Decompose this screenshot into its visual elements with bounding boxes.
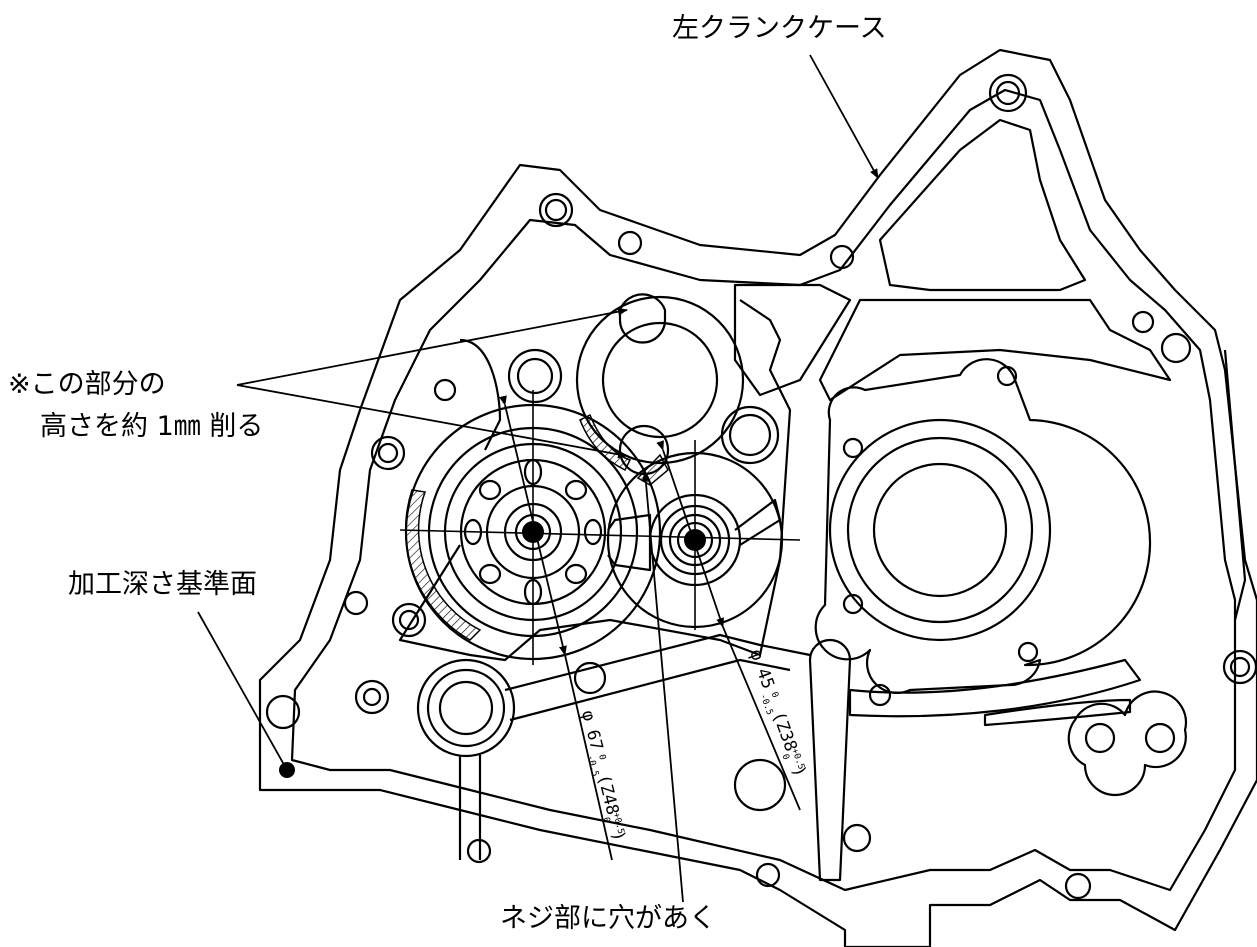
cover-bolt: [842, 437, 864, 459]
bolt-hole: [842, 823, 872, 853]
dim-line-large-gear: [499, 395, 567, 656]
lower-boss-small: [573, 661, 607, 695]
mid-wall: [398, 299, 792, 662]
crankcase-inner-wall: [290, 88, 1237, 892]
boss-pair: [1067, 690, 1187, 797]
bolt-hole: [1229, 656, 1251, 678]
bolt-hole: [370, 435, 406, 471]
small-gear-close: ): [788, 763, 810, 779]
leader-thread: [641, 471, 684, 903]
small-gear-arm: [734, 498, 782, 546]
rib-pocket-2: [733, 283, 852, 397]
large-gear-diameter: 67: [582, 728, 606, 753]
pocket-boss-left: [507, 348, 563, 404]
dim-ext-small: [722, 626, 801, 811]
cover-flange: [814, 358, 1152, 695]
small-gear-tol-upper: 0: [769, 691, 780, 700]
bolt-hole: [1144, 722, 1176, 754]
bolt-hole: [995, 80, 1021, 106]
large-gear-teeth-tol-lower: 0: [600, 816, 611, 824]
bolt-hole: [362, 687, 382, 707]
right-edge: [1223, 349, 1247, 621]
small-gear-diameter-prefix: φ: [745, 647, 767, 663]
rib-pocket-1: [878, 118, 1087, 292]
bolt-hole: [544, 198, 568, 222]
bolt-hole: [617, 230, 643, 256]
label-trim-note-line1: ※この部分の: [8, 369, 166, 400]
bolt-hole: [343, 590, 369, 616]
dim-line-small-gear: [656, 440, 724, 628]
pocket-inner: [601, 321, 719, 439]
bolt-hole: [988, 73, 1028, 113]
bolt-hole: [265, 694, 301, 730]
hatched-gear-rim: [404, 489, 482, 641]
dim-ext-large: [564, 654, 613, 861]
bolt-hole: [391, 602, 427, 638]
pocket-boss-right: [720, 405, 780, 465]
leader-crankcase: [809, 54, 879, 179]
label-trim-note-line2: 高さを約 1㎜ 削る: [40, 411, 264, 442]
bolt-hole: [1131, 310, 1155, 334]
bolt-hole: [829, 244, 855, 270]
bolt-hole: [1084, 722, 1116, 754]
right-rib: [808, 638, 852, 882]
cover-inner-2: [872, 462, 1008, 598]
bolt-hole: [1222, 649, 1257, 685]
lower-rib: [458, 755, 482, 860]
large-gear-teeth: (Z48: [593, 772, 622, 817]
small-gear-center: [684, 529, 706, 551]
bolt-hole: [1064, 872, 1092, 900]
label-thread-hole-note: ネジ部に穴があく: [500, 903, 716, 934]
small-gear-diameter: 45: [752, 666, 778, 692]
large-gear-diameter-prefix: φ: [577, 708, 599, 723]
small-gear-teeth-tol-lower: 0: [779, 753, 790, 762]
small-gear-slot: [607, 513, 652, 572]
bolt-hole: [433, 378, 457, 402]
right-rib-2: [848, 658, 1142, 718]
bolt-hole: [755, 862, 781, 888]
bolt-hole: [868, 683, 892, 707]
lower-boss-mid: [426, 668, 506, 748]
cover-bolt: [996, 365, 1018, 387]
large-gear-tol-upper: 0: [596, 753, 607, 761]
large-gear-close: ): [607, 829, 629, 844]
lower-diagonal-rib: [504, 633, 811, 692]
bolt-hole: [1160, 332, 1192, 364]
bolt-hole: [538, 192, 574, 228]
leader-reference: [197, 611, 288, 771]
label-machining-reference: 加工深さ基準面: [68, 569, 257, 600]
cover-inner: [846, 436, 1034, 624]
bolt-hole: [377, 442, 399, 464]
cover-outer: [828, 418, 1052, 642]
bolt-hole: [398, 609, 420, 631]
centerline-horizontal: [399, 529, 801, 541]
right-rib-3: [983, 698, 1132, 727]
lower-boss-inner: [438, 680, 494, 736]
leader-trim-upper: [236, 307, 628, 386]
rib-pocket-3: [818, 298, 1172, 402]
label-left-crankcase: 左クランクケース: [672, 13, 887, 44]
lower-boss-outer: [416, 658, 516, 758]
cover-bolt: [1017, 641, 1039, 663]
leader-trim-lower: [236, 384, 628, 459]
bolt-hole: [354, 679, 390, 715]
pocket-boss-left-inner: [516, 357, 554, 395]
bolt-hole: [733, 758, 787, 812]
lower-diagonal-rib-2: [509, 658, 791, 722]
left-wall-rib: [459, 338, 502, 451]
pocket-notch-top: [618, 293, 667, 344]
cover-bolt: [842, 593, 864, 615]
pocket-boss-right-inner: [728, 413, 772, 457]
crankcase-outer-outline: [258, 48, 1257, 947]
